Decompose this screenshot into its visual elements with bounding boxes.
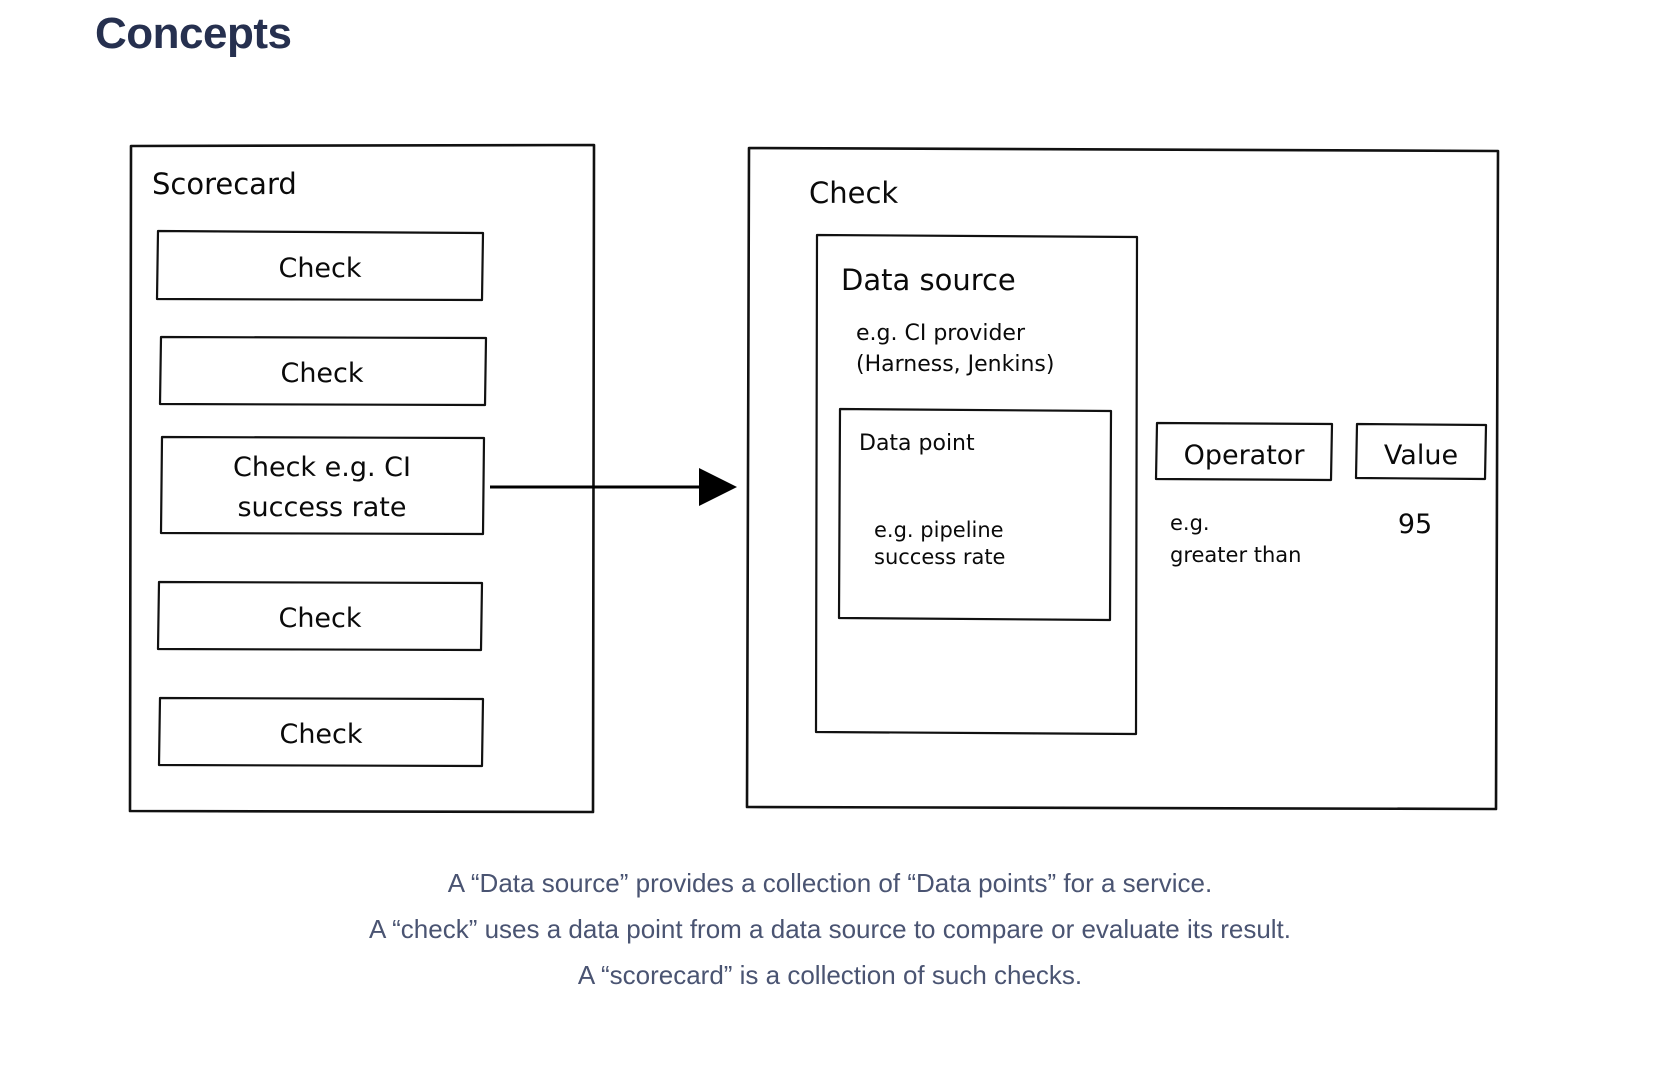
- scorecard-check-5[interactable]: Check: [157, 696, 485, 768]
- operator-example-line2: greater than: [1170, 543, 1301, 567]
- scorecard-check-4[interactable]: Check: [156, 580, 484, 652]
- check-3-label-line2: success rate: [237, 492, 406, 523]
- page-title: Concepts: [95, 9, 292, 58]
- value-example: 95: [1398, 509, 1432, 540]
- scorecard-check-1[interactable]: Check: [155, 229, 485, 302]
- arrow-head-icon: [699, 468, 737, 506]
- data-source-example-line2: (Harness, Jenkins): [856, 352, 1054, 377]
- data-source-label: Data source: [841, 263, 1016, 297]
- caption-line-2: A “check” uses a data point from a data …: [368, 914, 1292, 944]
- caption-line-1: A “Data source” provides a collection of…: [447, 868, 1213, 898]
- data-point-box[interactable]: Data point e.g. pipeline success rate: [837, 407, 1113, 622]
- operator-outline: [1154, 421, 1334, 482]
- operator-label: Operator: [1184, 440, 1306, 471]
- value-outline: [1354, 422, 1488, 481]
- check-2-outline: [158, 335, 488, 407]
- scorecard-label: Scorecard: [152, 167, 297, 201]
- check-4-label: Check: [278, 603, 361, 634]
- caption-line-3: A “scorecard” is a collection of such ch…: [577, 960, 1083, 990]
- check-5-outline: [157, 696, 485, 768]
- scorecard-check-3[interactable]: Check e.g. CI success rate: [159, 435, 486, 536]
- check-1-outline: [155, 229, 485, 302]
- check-5-label: Check: [279, 719, 362, 750]
- operator-box[interactable]: Operator e.g. greater than: [1154, 421, 1334, 567]
- data-source-example-line1: e.g. CI provider: [856, 321, 1026, 346]
- check-3-outline: [159, 435, 486, 536]
- data-point-label: Data point: [859, 431, 975, 456]
- arrow-scorecard-to-check: [490, 468, 737, 506]
- value-box[interactable]: Value 95: [1354, 422, 1488, 540]
- data-point-example-line1: e.g. pipeline: [874, 518, 1004, 542]
- scorecard-check-2[interactable]: Check: [158, 335, 488, 407]
- check-1-label: Check: [278, 253, 361, 284]
- check-3-label-line1: Check e.g. CI: [233, 452, 411, 483]
- data-point-outline: [837, 407, 1113, 622]
- operator-example-line1: e.g.: [1170, 511, 1210, 535]
- check-4-outline: [156, 580, 484, 652]
- caption-block: A “Data source” provides a collection of…: [0, 860, 1660, 998]
- diagram-svg: Scorecard Check Check Check e.g. CI succ…: [128, 143, 1500, 814]
- value-label: Value: [1384, 440, 1458, 471]
- data-point-example-line2: success rate: [874, 545, 1005, 569]
- check-detail-label: Check: [809, 176, 898, 210]
- check-2-label: Check: [280, 358, 363, 389]
